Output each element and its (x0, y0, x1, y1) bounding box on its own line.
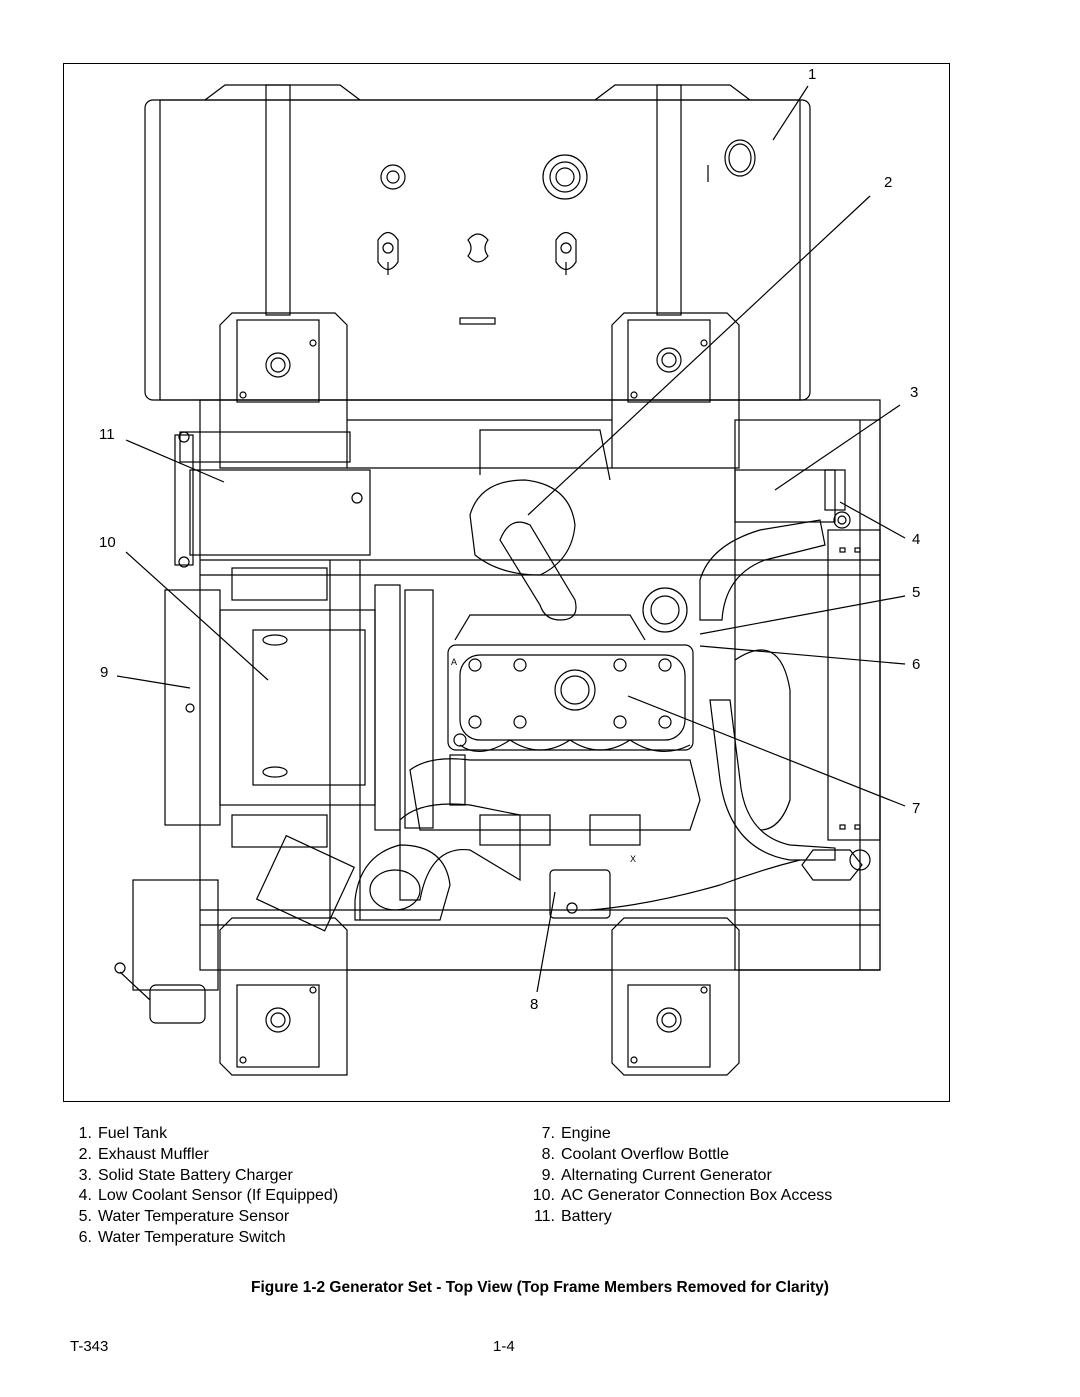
legend-num: 10. (532, 1187, 555, 1205)
callout-8: 8 (530, 996, 539, 1013)
mark-x: X (630, 854, 636, 864)
exhaust-muffler (469, 429, 611, 621)
legend-num: 11. (533, 1208, 555, 1226)
legend-item: 3. Solid State Battery Charger (62, 1166, 338, 1187)
legend-label: Water Temperature Switch (98, 1228, 286, 1246)
legend-num: 5. (78, 1208, 92, 1226)
figure-caption: Figure 1-2 Generator Set - Top View (Top… (251, 1279, 829, 1296)
legend-num: 3. (78, 1166, 92, 1184)
frame-rails (199, 399, 881, 971)
legend-item: 5. Water Temperature Sensor (62, 1207, 338, 1228)
callout-2: 2 (884, 174, 893, 191)
callout-3: 3 (910, 384, 919, 401)
legend-label: Solid State Battery Charger (98, 1166, 293, 1184)
page-number: 1-4 (493, 1338, 515, 1355)
callout-9: 9 (100, 664, 109, 681)
legend-num: 9. (541, 1166, 555, 1184)
legend-num: 2. (78, 1145, 92, 1163)
legend-left: 1. Fuel Tank 2. Exhaust Muffler 3. Solid St… (62, 1124, 338, 1249)
callout-11: 11 (99, 426, 115, 443)
battery (174, 431, 371, 568)
legend-label: Engine (561, 1125, 611, 1142)
legend-label: Battery (561, 1208, 612, 1226)
legend-item: 9. Alternating Current Generator (520, 1166, 832, 1187)
document-id: T-343 (70, 1338, 109, 1355)
ac-generator (164, 567, 376, 848)
legend-num: 7. (541, 1125, 555, 1142)
figure-frame (63, 63, 950, 1102)
legend-label: Exhaust Muffler (98, 1145, 209, 1163)
generator-set-drawing: A X (114, 84, 906, 1076)
legend-label: Fuel Tank (98, 1125, 168, 1142)
leader-lines (116, 85, 906, 993)
callout-5: 5 (912, 584, 921, 601)
radiator (699, 519, 881, 881)
legend-item: 11. Battery (520, 1207, 832, 1228)
callout-10: 10 (99, 534, 116, 551)
legend-num: 8. (541, 1145, 555, 1163)
legend-item: 8. Coolant Overflow Bottle (520, 1145, 832, 1166)
legend-right: 7. Engine 8. Coolant Overflow Bottle 9. Alt… (520, 1124, 833, 1228)
legend-label: Water Temperature Sensor (98, 1208, 290, 1226)
lower-components (255, 803, 641, 932)
bottom-mount-brackets (114, 879, 880, 1076)
legend-item: 10. AC Generator Connection Box Access (520, 1186, 833, 1207)
mark-a: A (451, 657, 457, 667)
legend-item: 4. Low Coolant Sensor (If Equipped) (62, 1186, 338, 1207)
battery-charger (734, 469, 851, 529)
callout-7: 7 (912, 800, 921, 817)
coolant-overflow-bottle (549, 859, 801, 919)
legend-num: 6. (78, 1228, 92, 1246)
legend-item: 2. Exhaust Muffler (62, 1145, 338, 1166)
legend-num: 1. (78, 1125, 92, 1142)
legend-label: Coolant Overflow Bottle (561, 1145, 730, 1163)
callout-4: 4 (912, 531, 921, 548)
legend-label: Low Coolant Sensor (If Equipped) (98, 1187, 339, 1205)
legend-num: 4. (78, 1187, 92, 1205)
legend-item: 1. Fuel Tank (62, 1124, 338, 1145)
legend-label: AC Generator Connection Box Access (561, 1187, 833, 1205)
callout-6: 6 (912, 656, 921, 673)
engine (374, 584, 701, 831)
legend-item: 7. Engine (520, 1124, 832, 1145)
legend-item: 6. Water Temperature Switch (62, 1228, 338, 1249)
callout-1: 1 (808, 66, 817, 83)
legend-label: Alternating Current Generator (561, 1166, 772, 1184)
